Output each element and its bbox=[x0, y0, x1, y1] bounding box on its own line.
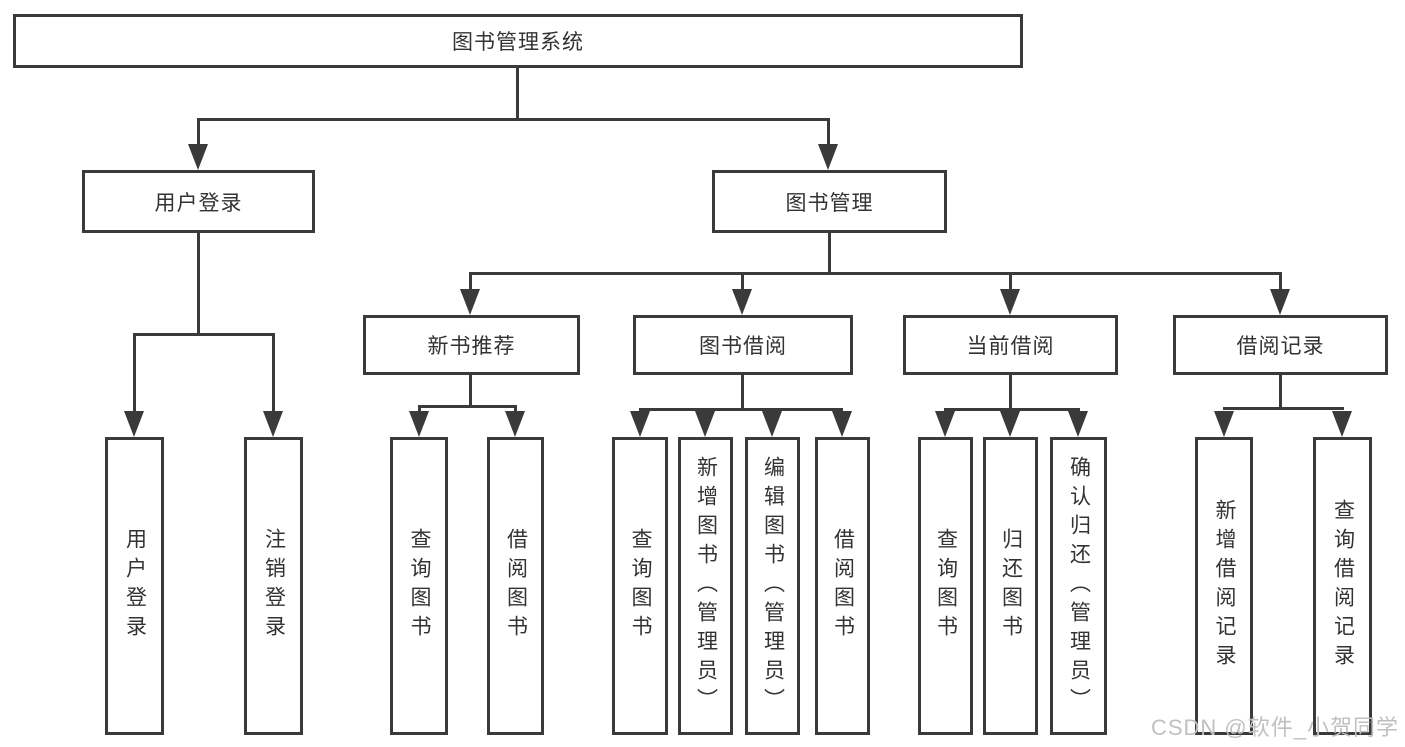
node-leaf-logout: 注销登录 bbox=[244, 437, 303, 735]
edge-arrow-down bbox=[1068, 411, 1088, 437]
node-book-borrow: 图书借阅 bbox=[633, 315, 853, 375]
edge-line-v bbox=[827, 118, 830, 150]
edge-line-v bbox=[133, 333, 136, 415]
edge-line-v bbox=[1279, 375, 1282, 409]
edge-line-v bbox=[828, 233, 831, 274]
edge-line-v bbox=[1009, 375, 1012, 410]
edge-line-v bbox=[197, 118, 200, 150]
node-leaf-cb-return-book: 归还图书 bbox=[983, 437, 1038, 735]
node-leaf-cb-confirm-return: 确认归还（管理员） bbox=[1050, 437, 1107, 735]
edge-line-v bbox=[1279, 272, 1282, 292]
edge-arrow-down bbox=[818, 144, 838, 170]
edge-line-v bbox=[418, 405, 421, 415]
edge-line-h bbox=[418, 405, 517, 408]
edge-arrow-down bbox=[1332, 411, 1352, 437]
edge-arrow-down bbox=[263, 411, 283, 437]
edge-line-h bbox=[1223, 407, 1344, 410]
edge-arrow-down bbox=[732, 289, 752, 315]
edge-line-h bbox=[469, 272, 1281, 275]
node-current-borrow: 当前借阅 bbox=[903, 315, 1118, 375]
node-leaf-nb-borrow-book: 借阅图书 bbox=[487, 437, 544, 735]
edge-arrow-down bbox=[832, 411, 852, 437]
edge-line-v bbox=[516, 68, 519, 120]
edge-arrow-down bbox=[935, 411, 955, 437]
node-leaf-bb-edit-book: 编辑图书（管理员） bbox=[745, 437, 800, 735]
edge-arrow-down bbox=[460, 289, 480, 315]
node-user-login: 用户登录 bbox=[82, 170, 315, 233]
edge-line-h bbox=[197, 118, 830, 121]
node-leaf-bb-add-book: 新增图书（管理员） bbox=[678, 437, 733, 735]
edge-line-h bbox=[133, 333, 275, 336]
edge-line-v bbox=[741, 272, 744, 292]
node-book-management: 图书管理 bbox=[712, 170, 947, 233]
edge-arrow-down bbox=[124, 411, 144, 437]
edge-line-v bbox=[469, 272, 472, 292]
node-leaf-bb-borrow-book: 借阅图书 bbox=[815, 437, 870, 735]
node-leaf-nb-query-book: 查询图书 bbox=[390, 437, 448, 735]
edge-arrow-down bbox=[1214, 411, 1234, 437]
node-leaf-br-add-record: 新增借阅记录 bbox=[1195, 437, 1253, 735]
edge-arrow-down bbox=[695, 411, 715, 437]
edge-line-h bbox=[944, 408, 1080, 411]
node-leaf-br-query-record: 查询借阅记录 bbox=[1313, 437, 1372, 735]
edge-arrow-down bbox=[188, 144, 208, 170]
edge-line-v bbox=[197, 233, 200, 335]
edge-arrow-down bbox=[630, 411, 650, 437]
edge-arrow-down bbox=[1270, 289, 1290, 315]
edge-arrow-down bbox=[1000, 289, 1020, 315]
edge-arrow-down bbox=[505, 411, 525, 437]
edge-arrow-down bbox=[762, 411, 782, 437]
node-new-book-recommend: 新书推荐 bbox=[363, 315, 580, 375]
edge-line-v bbox=[469, 375, 472, 407]
node-leaf-user-login: 用户登录 bbox=[105, 437, 164, 735]
edge-line-v bbox=[272, 333, 275, 415]
edge-line-h bbox=[639, 408, 843, 411]
edge-arrow-down bbox=[409, 411, 429, 437]
node-leaf-bb-query-book: 查询图书 bbox=[612, 437, 668, 735]
node-root: 图书管理系统 bbox=[13, 14, 1023, 68]
edge-line-v bbox=[1009, 272, 1012, 292]
edge-arrow-down bbox=[1000, 411, 1020, 437]
node-leaf-cb-query-book: 查询图书 bbox=[918, 437, 973, 735]
edge-line-v bbox=[741, 375, 744, 410]
node-borrow-records: 借阅记录 bbox=[1173, 315, 1388, 375]
csdn-watermark: CSDN @软件_小贺同学 bbox=[1150, 715, 1399, 740]
edge-line-v bbox=[514, 405, 517, 415]
